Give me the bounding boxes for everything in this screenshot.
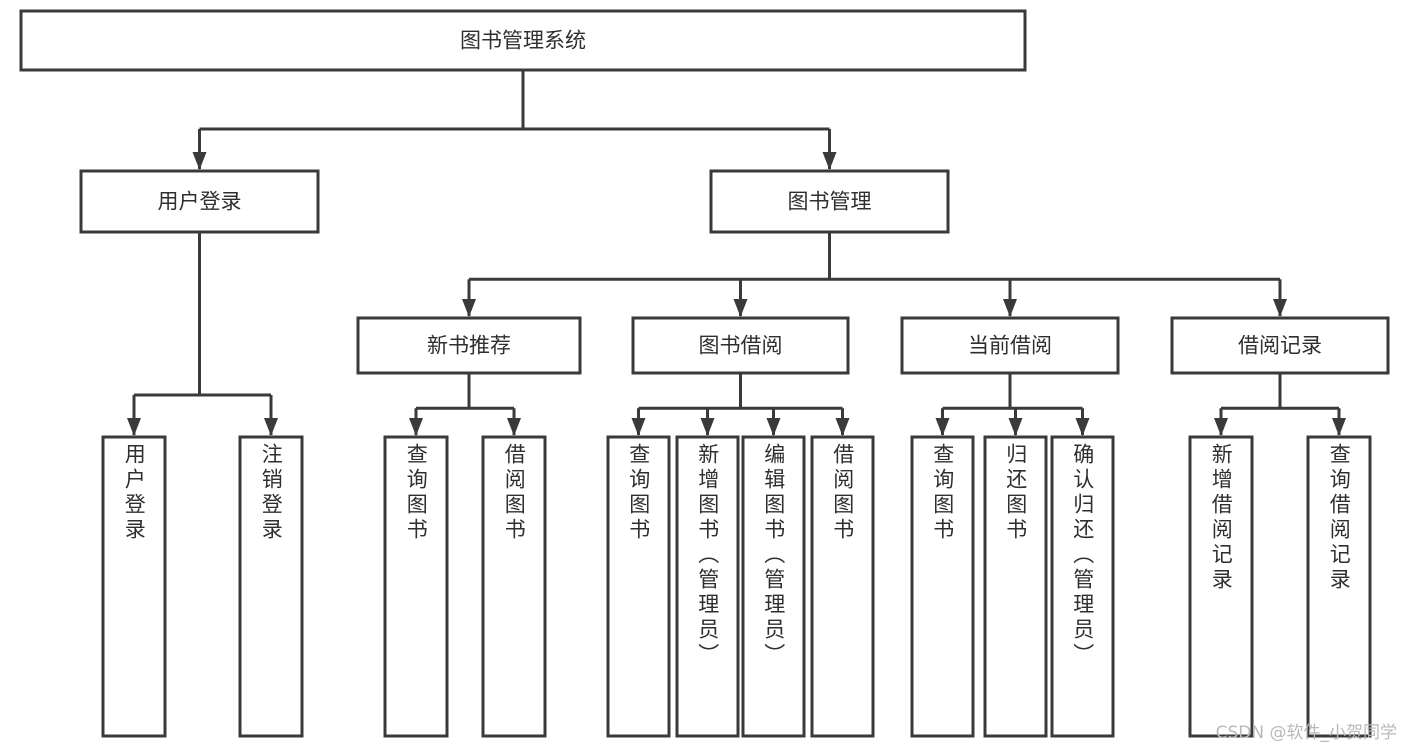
node-leaf-add-book[interactable] — [675, 435, 740, 738]
node-box-new-book-recommend — [356, 316, 582, 375]
node-label-user-login: 用户登录 — [158, 190, 242, 214]
node-book-borrow[interactable]: 图书借阅 — [631, 316, 850, 375]
node-leaf-logout[interactable] — [238, 435, 304, 738]
node-box-leaf-borrow-book — [810, 435, 875, 738]
node-box-current-borrow — [900, 316, 1120, 375]
connectors-layer — [127, 70, 1346, 436]
node-box-leaf-edit-book — [741, 435, 806, 738]
node-box-leaf-add-book — [675, 435, 740, 738]
node-box-book-manage — [709, 169, 950, 234]
node-box-borrow-record — [1170, 316, 1390, 375]
connector-record-to-leaves — [1214, 373, 1346, 436]
node-leaf-query-book-rec[interactable] — [383, 435, 449, 738]
node-box-leaf-return-book — [983, 435, 1048, 738]
node-borrow-record[interactable]: 借阅记录 — [1170, 316, 1390, 375]
node-box-leaf-user-login — [101, 435, 167, 738]
node-box-leaf-query-book-cur — [910, 435, 975, 738]
node-box-leaf-add-record — [1188, 435, 1254, 738]
node-box-user-login — [79, 169, 320, 234]
node-leaf-add-record[interactable] — [1188, 435, 1254, 738]
watermark-text: CSDN @软件_小贺同学 — [1215, 723, 1397, 743]
node-leaf-edit-book[interactable] — [741, 435, 806, 738]
node-leaf-user-login[interactable] — [101, 435, 167, 738]
connector-recommend-to-leaves — [409, 373, 521, 436]
node-box-leaf-borrow-book-rec — [481, 435, 547, 738]
node-leaf-query-record[interactable] — [1306, 435, 1372, 738]
node-box-leaf-query-record — [1306, 435, 1372, 738]
node-box-leaf-logout — [238, 435, 304, 738]
connector-book-manage-to-level3 — [462, 232, 1287, 317]
node-label-current-borrow: 当前借阅 — [968, 334, 1052, 358]
connector-user-login-to-leaves — [127, 232, 278, 436]
node-leaf-query-book-borrow[interactable] — [606, 435, 671, 738]
node-label-new-book-recommend: 新书推荐 — [427, 334, 511, 358]
node-label-borrow-record: 借阅记录 — [1238, 334, 1322, 358]
connector-current-to-leaves — [935, 373, 1090, 436]
node-label-book-borrow: 图书借阅 — [699, 334, 783, 358]
node-leaf-return-book[interactable] — [983, 435, 1048, 738]
node-book-manage[interactable]: 图书管理 — [709, 169, 950, 234]
node-label-root: 图书管理系统 — [460, 29, 586, 53]
node-leaf-borrow-book[interactable] — [810, 435, 875, 738]
node-leaf-query-book-cur[interactable] — [910, 435, 975, 738]
node-new-book-recommend[interactable]: 新书推荐 — [356, 316, 582, 375]
connector-borrow-to-leaves — [631, 373, 850, 436]
node-root[interactable]: 图书管理系统 — [19, 9, 1027, 72]
node-box-root — [19, 9, 1027, 72]
node-box-leaf-query-book-borrow — [606, 435, 671, 738]
node-box-leaf-confirm-return — [1050, 435, 1115, 738]
connector-root-to-level2 — [192, 70, 837, 170]
node-leaf-borrow-book-rec[interactable] — [481, 435, 547, 738]
node-label-book-manage: 图书管理 — [788, 190, 872, 214]
node-user-login[interactable]: 用户登录 — [79, 169, 320, 234]
node-box-book-borrow — [631, 316, 850, 375]
node-box-leaf-query-book-rec — [383, 435, 449, 738]
node-current-borrow[interactable]: 当前借阅 — [900, 316, 1120, 375]
node-leaf-confirm-return[interactable] — [1050, 435, 1115, 738]
